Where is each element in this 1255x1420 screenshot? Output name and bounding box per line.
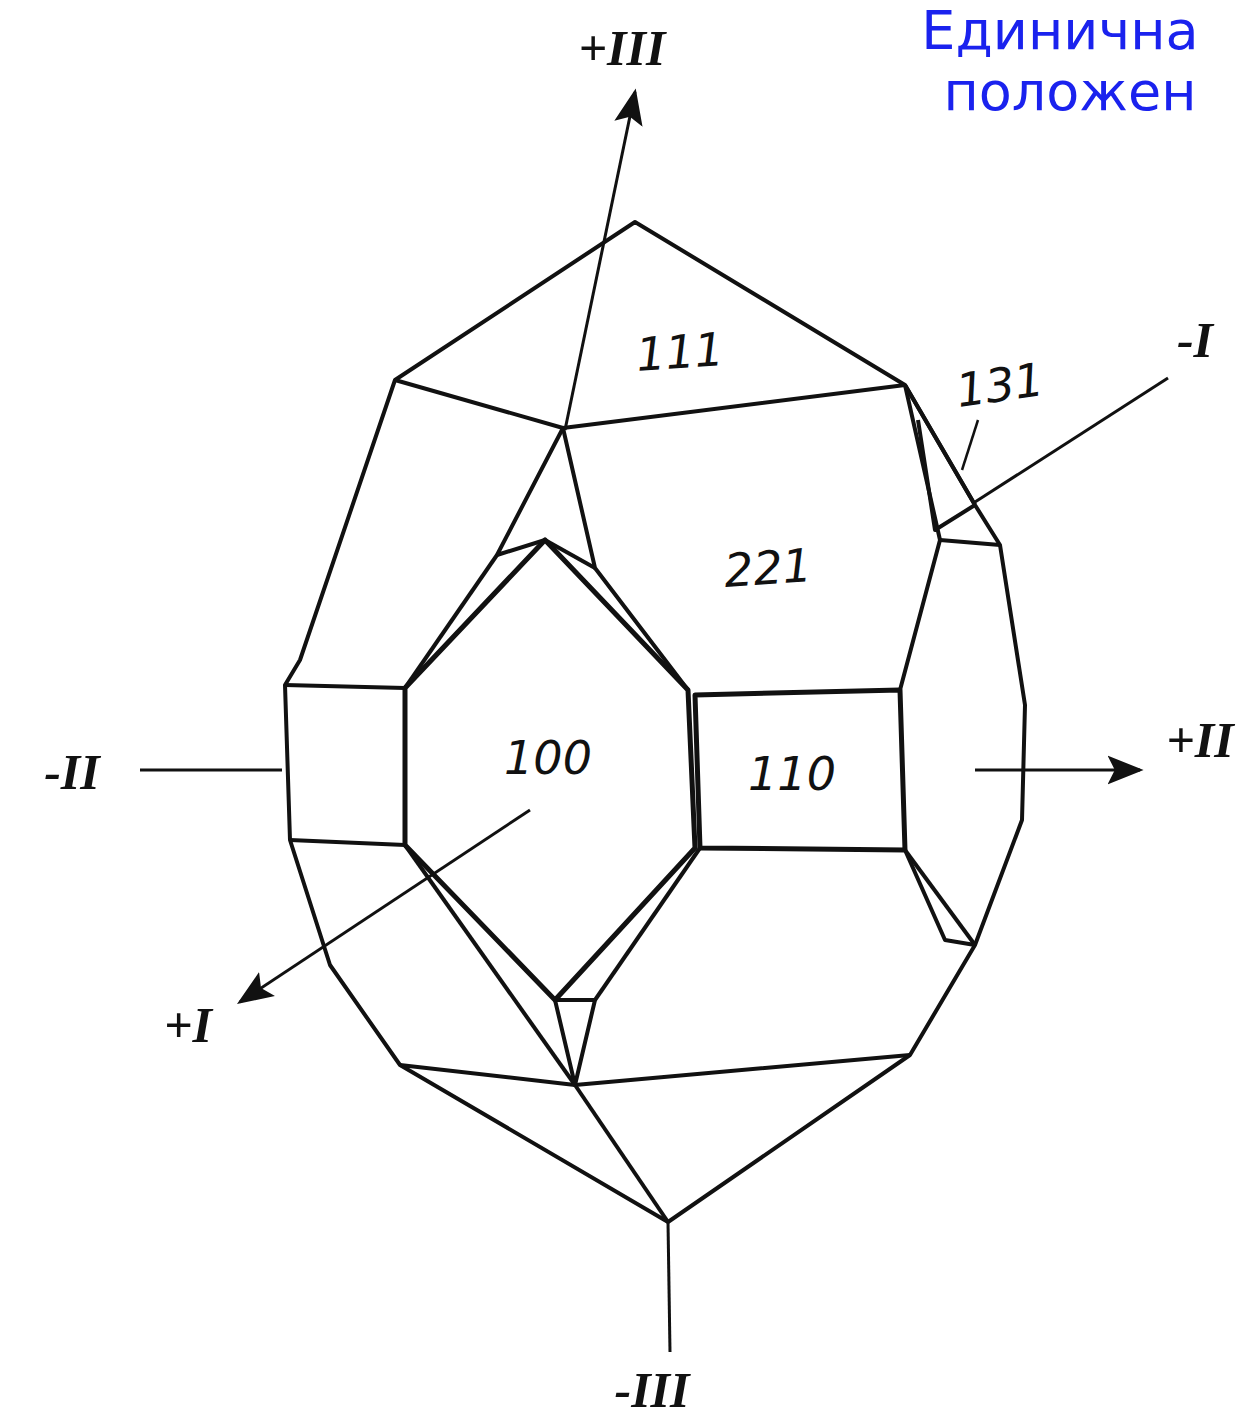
- axes: [140, 92, 1168, 1352]
- face-index: 100: [504, 735, 592, 781]
- face-edge: [285, 685, 405, 688]
- face-index: 131: [953, 356, 1046, 414]
- face-edge: [555, 1000, 595, 1085]
- note-text: Единична: [921, 4, 1198, 58]
- axis-label: +II: [1166, 715, 1233, 765]
- axis-line: [565, 92, 635, 430]
- face-edge: [918, 420, 975, 530]
- face-index: 221: [723, 542, 814, 594]
- face-100: [405, 540, 695, 1000]
- face-edge: [290, 840, 405, 845]
- face-index: 110: [748, 751, 836, 797]
- axis-line: [668, 1222, 670, 1352]
- face-edge: [395, 380, 905, 428]
- face-110: [695, 690, 905, 850]
- axis-line: [140, 769, 282, 772]
- axis-line: [975, 769, 1140, 772]
- face-edge: [905, 850, 975, 945]
- face-edge: [575, 1085, 668, 1222]
- note-text: положен: [943, 65, 1196, 119]
- face-edge: [405, 845, 575, 1085]
- crystal-edges: [285, 222, 1025, 1222]
- face-edge: [940, 540, 1000, 545]
- face-edge: [400, 1055, 910, 1085]
- face-edge: [905, 850, 975, 945]
- face-edge: [545, 540, 595, 568]
- leader-line: [962, 420, 978, 470]
- axis-line: [240, 810, 530, 1002]
- axis-label: +I: [164, 1000, 212, 1050]
- axis-label: +III: [579, 23, 666, 73]
- axis-label: -III: [614, 1365, 689, 1415]
- face-edge: [595, 848, 700, 1000]
- crystal-outline: [285, 222, 1025, 1222]
- axis-label: -I: [1177, 315, 1213, 365]
- axis-label: -II: [44, 747, 100, 797]
- face-index: 111: [635, 326, 726, 378]
- face-edge: [405, 555, 497, 688]
- face-edge: [497, 428, 563, 555]
